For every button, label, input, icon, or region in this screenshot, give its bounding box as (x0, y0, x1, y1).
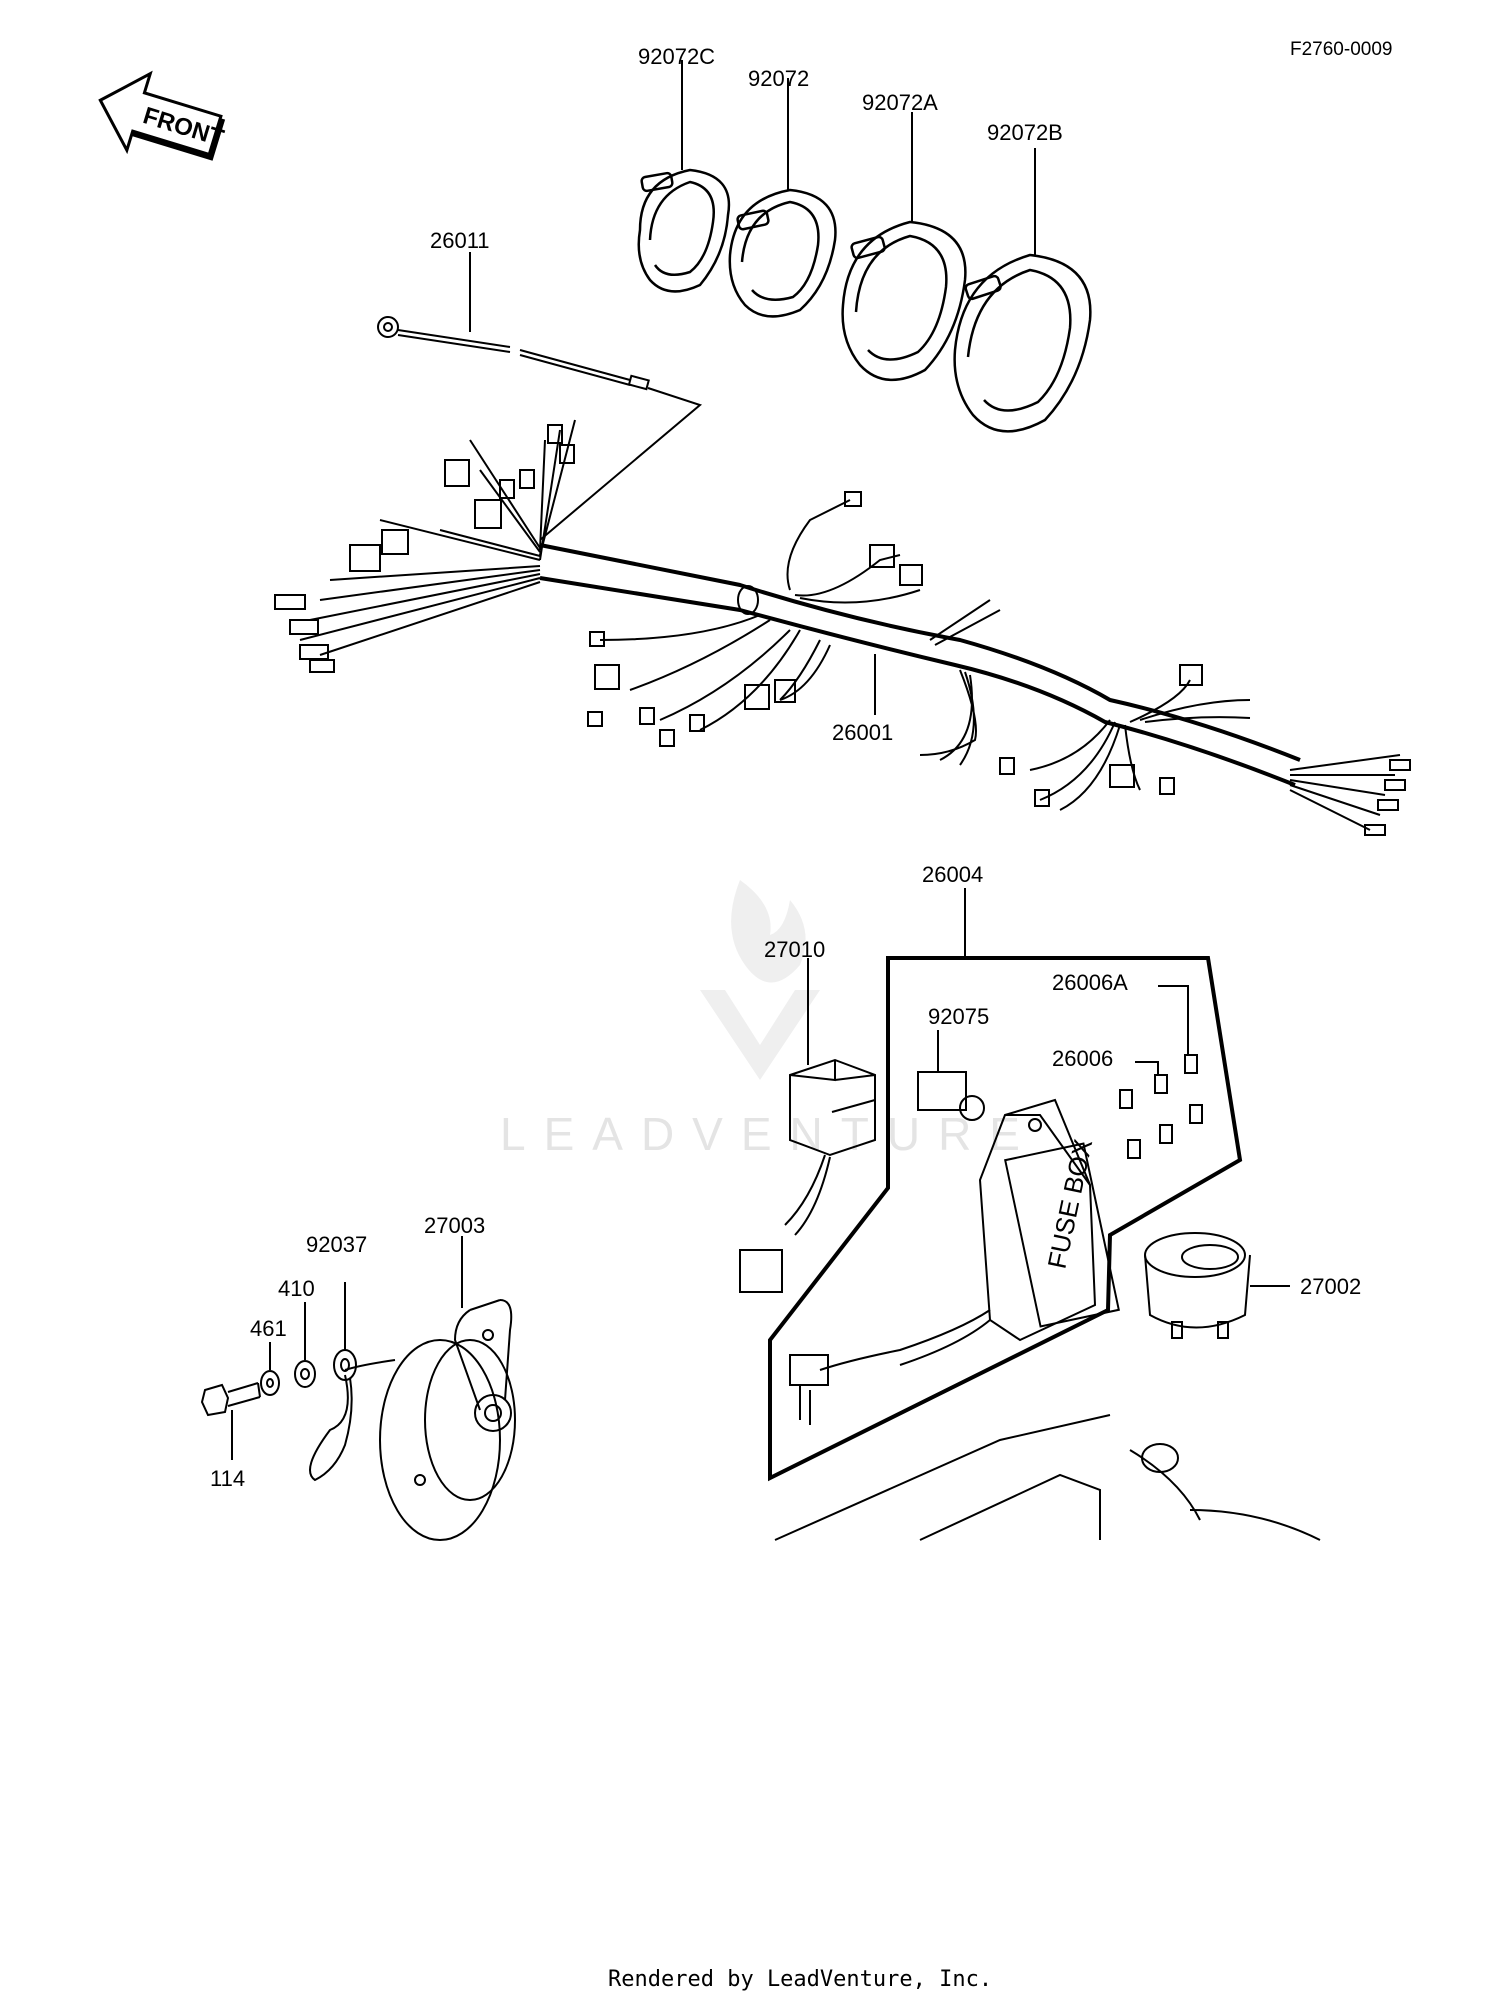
part-label-92037: 92037 (306, 1232, 367, 1257)
clamp-band-92072C (637, 168, 731, 293)
part-label-26001: 26001 (832, 720, 893, 745)
lock-washer-461 (260, 1370, 280, 1396)
part-label-114: 114 (210, 1466, 245, 1491)
part-label-92072A: 92072A (862, 90, 938, 115)
part-label-92072B: 92072B (987, 120, 1063, 145)
part-label-92072C: 92072C (638, 44, 715, 69)
fuse-box-label: FUSE BOX (1042, 1136, 1099, 1271)
part-label-27002: 27002 (1300, 1274, 1361, 1299)
part-label-27010: 27010 (764, 937, 825, 962)
watermark-text: LEADVENTURE (500, 1108, 1038, 1160)
bolt-114 (200, 1382, 261, 1417)
washer-410 (294, 1360, 316, 1388)
part-label-27003: 27003 (424, 1213, 485, 1238)
relay-27010 (739, 1058, 876, 1293)
part-label-461: 461 (250, 1316, 287, 1341)
v-logo-icon (700, 990, 820, 1080)
part-label-26011: 26011 (430, 228, 490, 253)
clamp-band-92072B (953, 253, 1092, 433)
reference-code: F2760-0009 (1290, 39, 1392, 60)
front-arrow-icon: FRONT (98, 70, 227, 161)
flame-logo-icon (731, 880, 806, 983)
part-label-26006: 26006 (1052, 1046, 1113, 1071)
part-label-92072: 92072 (748, 66, 809, 91)
part-label-410: 410 (278, 1276, 315, 1301)
part-label-92075: 92075 (928, 1004, 989, 1029)
footer-credit: Rendered by LeadVenture, Inc. (608, 1967, 992, 1992)
leader-26006A (1158, 985, 1189, 1055)
ground-lead-26011 (377, 316, 703, 541)
leader-26006 (1135, 1061, 1159, 1075)
part-label-26006A: 26006A (1052, 970, 1128, 995)
watermark: LEADVENTURE (500, 880, 1038, 1160)
part-label-26004: 26004 (922, 862, 983, 887)
clamp-band-92072 (728, 188, 837, 318)
main-wiring-harness-26001 (274, 419, 1411, 836)
clamp-band-92072A (841, 220, 967, 382)
junction-box-assembly-26004: FUSE BOX (768, 956, 1321, 1541)
horn-27003 (379, 1299, 516, 1541)
buzzer-27002 (1144, 1232, 1251, 1339)
